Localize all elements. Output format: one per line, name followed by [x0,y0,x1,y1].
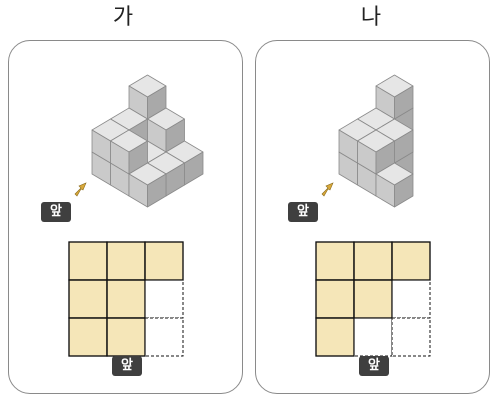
cube [375,74,414,120]
grid-front-label-badge: 앞 [359,356,389,376]
grid-cell-filled [391,241,431,281]
grid-cell-filled [144,241,184,281]
grid-cell-border [391,241,431,281]
grid-cell-border [315,317,355,357]
figure-title-na: 나 [360,5,382,30]
grid-cell-border [353,279,393,319]
grid-cell-filled [353,241,393,281]
grid-cell-filled [315,279,355,319]
grid-cell-filled [68,241,108,281]
grid-cell-filled [353,279,393,319]
grid-cell-filled [315,241,355,281]
grid-cell-filled [315,317,355,357]
front-arrow-icon [321,182,334,197]
grid-cell-filled [106,279,146,319]
grid-cell-empty [391,279,431,319]
front-label-badge: 앞 [41,202,71,222]
front-arrow-icon [74,182,87,197]
cube-side-face [394,173,414,208]
grid-cell-empty [353,317,393,357]
cube-stack-na [338,74,414,208]
grid-front-label-badge: 앞 [112,356,142,376]
cube-stack-ga [91,74,204,208]
top-view-grid-na [315,241,431,357]
figure-panel-na: 앞 앞 [255,40,490,394]
figure-panel-ga: 앞 앞 [8,40,243,394]
grid-cell-filled [68,317,108,357]
cube [147,107,185,153]
front-label-badge: 앞 [288,202,318,222]
grid-cell-empty [144,279,184,319]
figure-title-ga: 가 [112,5,134,30]
grid-cell-filled [68,279,108,319]
top-view-grid-ga [68,241,184,357]
cube [128,162,167,208]
grid-cell-border [144,241,184,281]
grid-cell-empty [391,317,431,357]
cube-side-face [394,85,414,120]
grid-cell-empty [144,317,184,357]
cube [375,162,414,208]
grid-cell-filled [106,241,146,281]
cube-side-face [147,173,167,208]
cube [357,129,395,175]
grid-cell-filled [106,317,146,357]
